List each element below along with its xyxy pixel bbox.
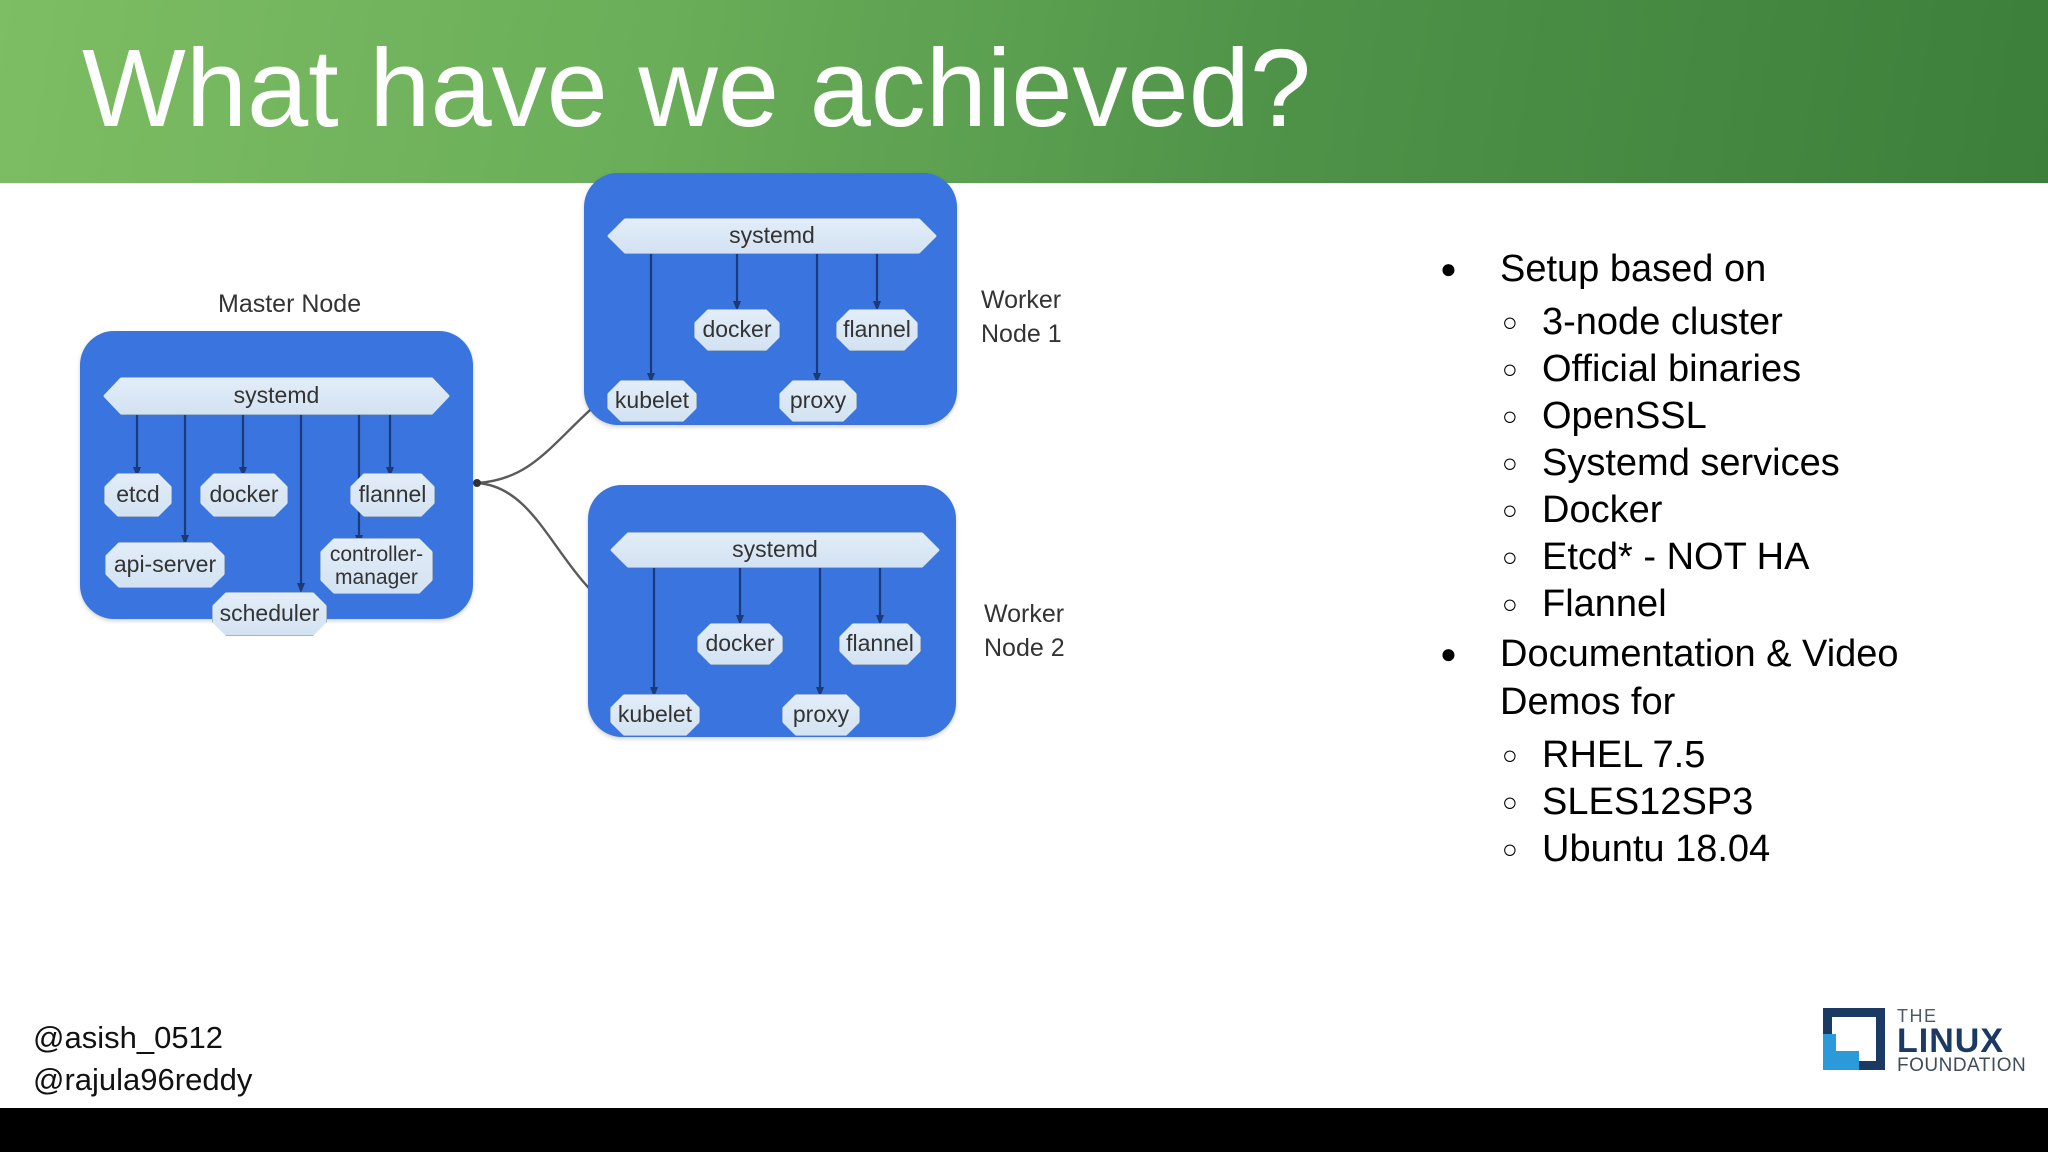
linux-foundation-logo: THE LINUX FOUNDATION: [1823, 1000, 2033, 1080]
logo-text-foundation: FOUNDATION: [1897, 1055, 2027, 1076]
worker-2-systemd-bar[interactable]: systemd: [610, 532, 940, 568]
master-service-flannel[interactable]: flannel: [350, 473, 435, 517]
worker-1-service-flannel[interactable]: flannel: [836, 309, 918, 351]
sub-bullet-marker-hollow-icon: ○: [1502, 354, 1518, 384]
sub-bullet-item: ○ Official binaries: [1440, 346, 2040, 393]
worker-node-2-caption-line1: Worker: [984, 600, 1065, 628]
slide-header-banner: What have we achieved?: [0, 0, 2048, 183]
sub-bullet-label-openssl: OpenSSL: [1542, 395, 1707, 437]
sub-bullet-marker-hollow-icon: ○: [1502, 740, 1518, 770]
bullet-marker-filled-icon: ●: [1440, 638, 1457, 669]
logo-inner-core: [1836, 1021, 1866, 1051]
master-service-controller-manager[interactable]: controller-manager: [320, 538, 433, 594]
twitter-handle-1: @asish_0512: [33, 1020, 224, 1055]
sub-bullet-item: ○ Systemd services: [1440, 440, 2040, 487]
bullet-marker-filled-icon: ●: [1440, 253, 1457, 284]
worker-2-service-flannel[interactable]: flannel: [839, 623, 921, 665]
bullet-label-documentation: Documentation & Video Demos for: [1500, 633, 1899, 723]
bullet-item-setup: ● Setup based on: [1440, 245, 2040, 293]
worker-2-service-docker[interactable]: docker: [697, 623, 783, 665]
sub-bullet-marker-hollow-icon: ○: [1502, 589, 1518, 619]
sub-bullet-marker-hollow-icon: ○: [1502, 787, 1518, 817]
worker-1-service-proxy[interactable]: proxy: [779, 380, 857, 422]
sub-bullet-marker-hollow-icon: ○: [1502, 495, 1518, 525]
sub-bullet-label-systemd-services: Systemd services: [1542, 442, 1840, 484]
worker-2-service-proxy[interactable]: proxy: [782, 694, 860, 736]
sub-bullet-marker-hollow-icon: ○: [1502, 448, 1518, 478]
sub-bullet-marker-hollow-icon: ○: [1502, 834, 1518, 864]
worker-1-service-docker[interactable]: docker: [694, 309, 780, 351]
sub-bullet-label-flannel: Flannel: [1542, 583, 1667, 625]
logo-text-linux: LINUX: [1897, 1022, 2004, 1060]
sub-bullet-item: ○ 3-node cluster: [1440, 299, 2040, 346]
master-node-caption: Master Node: [218, 290, 362, 318]
master-service-docker[interactable]: docker: [200, 473, 288, 517]
social-handles: @asish_0512 @rajula96reddy: [33, 1017, 252, 1101]
sub-bullet-marker-hollow-icon: ○: [1502, 542, 1518, 572]
bullet-item-documentation: ● Documentation & Video Demos for: [1440, 630, 2040, 726]
worker-1-service-kubelet[interactable]: kubelet: [607, 380, 697, 422]
page-title: What have we achieved?: [82, 27, 1312, 150]
architecture-diagram: Master Node systemd etcd docker: [0, 173, 1400, 1013]
sub-bullet-item: ○ RHEL 7.5: [1440, 732, 2040, 779]
sub-bullet-marker-hollow-icon: ○: [1502, 307, 1518, 337]
sub-bullet-item: ○ SLES12SP3: [1440, 779, 2040, 826]
sub-bullet-label-3-node-cluster: 3-node cluster: [1542, 301, 1783, 343]
master-service-etcd[interactable]: etcd: [104, 473, 172, 517]
sub-bullet-label-sles: SLES12SP3: [1542, 781, 1754, 823]
sub-bullet-label-ubuntu: Ubuntu 18.04: [1542, 828, 1771, 870]
master-service-scheduler[interactable]: scheduler: [212, 592, 327, 636]
sub-bullet-item: ○ Ubuntu 18.04: [1440, 826, 2040, 873]
worker-node-2-caption-line2: Node 2: [984, 634, 1065, 662]
master-systemd-bar[interactable]: systemd: [103, 377, 450, 415]
sub-bullet-marker-hollow-icon: ○: [1502, 401, 1518, 431]
sub-bullet-label-official-binaries: Official binaries: [1542, 348, 1802, 390]
twitter-handle-2: @rajula96reddy: [33, 1062, 253, 1097]
sub-bullet-item: ○ Docker: [1440, 487, 2040, 534]
logo-text-the: THE: [1897, 1006, 1938, 1026]
worker-2-service-kubelet[interactable]: kubelet: [610, 694, 700, 736]
sub-bullet-label-rhel: RHEL 7.5: [1542, 734, 1706, 776]
worker-node-1-caption-line2: Node 1: [981, 320, 1062, 348]
bullet-list: ● Setup based on ○ 3-node cluster ○ Offi…: [1440, 245, 2040, 873]
sub-bullet-label-etcd-not-ha: Etcd* - NOT HA: [1542, 536, 1810, 578]
bottom-black-bar: [0, 1108, 2048, 1152]
bullet-label-setup: Setup based on: [1500, 248, 1767, 290]
sub-bullet-item: ○ Etcd* - NOT HA: [1440, 534, 2040, 581]
sub-bullet-item: ○ OpenSSL: [1440, 393, 2040, 440]
master-service-api-server[interactable]: api-server: [105, 542, 225, 588]
sub-bullet-item: ○ Flannel: [1440, 581, 2040, 628]
worker-node-1-caption-line1: Worker: [981, 286, 1062, 314]
worker-1-systemd-bar[interactable]: systemd: [607, 218, 937, 254]
linux-foundation-mark-icon: [1823, 1008, 1885, 1070]
sub-bullet-label-docker: Docker: [1542, 489, 1663, 531]
